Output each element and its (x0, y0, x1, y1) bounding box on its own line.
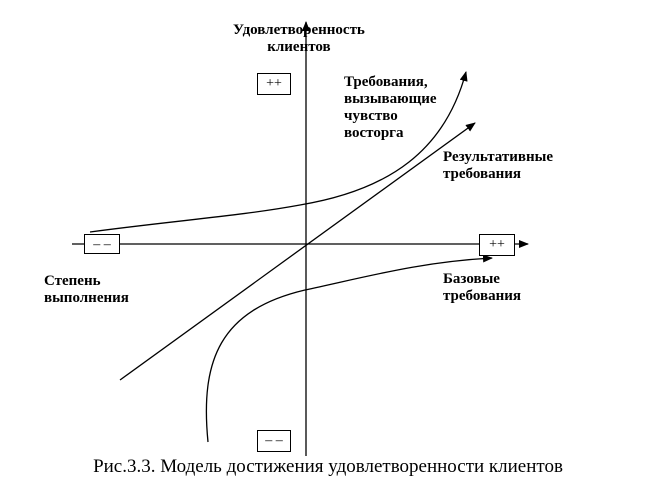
x-axis-label-line1: Степень (44, 273, 101, 289)
delight-curve (89, 71, 468, 233)
delight-label-line3: чувство (344, 108, 398, 124)
basic-label-line2: требования (443, 288, 521, 304)
x-axis-left-box: – – (84, 234, 120, 254)
performance-label: Результативные требования (443, 149, 553, 183)
figure-caption: Рис.3.3. Модель достижения удовлетворенн… (93, 456, 563, 477)
basic-curve (205, 254, 493, 443)
delight-label-line4: восторга (344, 125, 404, 141)
delight-label-line2: вызывающие (344, 91, 437, 107)
y-axis-label-line2: клиентов (267, 39, 331, 55)
x-axis-label-line2: выполнения (44, 290, 129, 306)
performance-label-line2: требования (443, 166, 521, 182)
basic-label-line1: Базовые (443, 271, 500, 287)
delight-label-line1: Требования, (344, 74, 428, 90)
delight-label: Требования, вызывающие чувство восторга (344, 74, 437, 142)
performance-line (119, 122, 476, 381)
x-axis-right-box: ++ (479, 234, 515, 256)
y-axis-bottom-box: – – (257, 430, 291, 452)
y-axis-label: Удовлетворенность клиентов (233, 22, 365, 56)
performance-label-line1: Результативные (443, 149, 554, 165)
x-axis-label: Степень выполнения (44, 273, 129, 307)
y-axis-top-box: ++ (257, 73, 291, 95)
y-axis-label-line1: Удовлетворенность (233, 22, 365, 38)
basic-label: Базовые требования (443, 271, 521, 305)
